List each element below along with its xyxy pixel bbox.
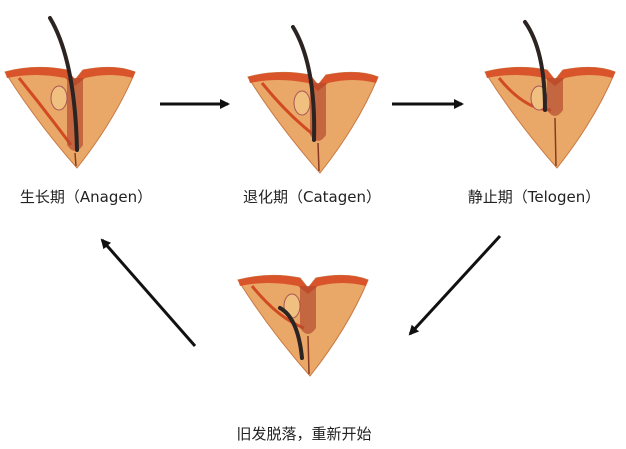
stage-label-anagen: 生长期（Anagen）: [19, 188, 153, 206]
stage-label-shedding: 旧发脱落，重新开始: [236, 425, 372, 443]
arrow-telogen-to-shedding: [408, 234, 502, 336]
stage-label-telogen: 静止期（Telogen）: [467, 188, 601, 206]
skin-shedding-illustration: [237, 274, 369, 377]
stage-label-catagen: 退化期（Catagen）: [243, 188, 381, 206]
skin-telogen-illustration: [484, 20, 616, 169]
arrow-shedding-to-anagen: [100, 238, 197, 347]
skin-catagen-illustration: [247, 25, 379, 174]
skin-anagen-illustration: [4, 16, 136, 169]
